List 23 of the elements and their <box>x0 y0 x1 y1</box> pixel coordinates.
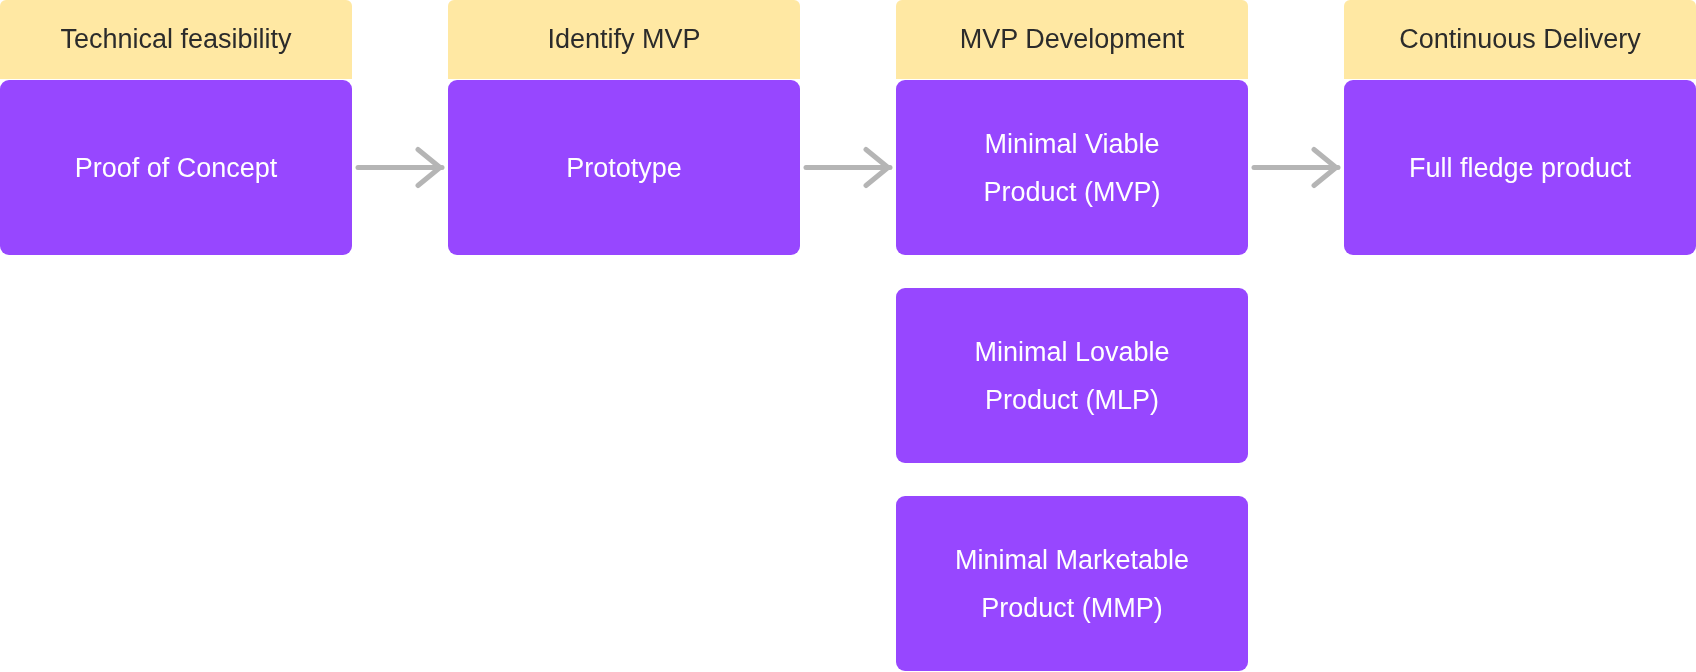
stage-label: Full fledge product <box>1408 151 1632 185</box>
arrow <box>803 147 893 188</box>
product-stage-box <box>896 80 1248 255</box>
stage-label: Minimal Marketable Product (MMP) <box>953 543 1191 625</box>
product-stage-box <box>448 80 800 255</box>
stage-title: MVP Development <box>959 24 1185 55</box>
stage-label: Minimal Viable Product (MVP) <box>982 127 1162 209</box>
stage-title: Continuous Delivery <box>1399 24 1641 55</box>
stage-header <box>1344 0 1696 79</box>
stage-label: Minimal Lovable Product (MLP) <box>973 335 1171 417</box>
arrow <box>1251 147 1341 188</box>
stage-header <box>448 0 800 79</box>
stage-header <box>896 0 1248 79</box>
stage-header <box>0 0 352 79</box>
arrow <box>355 147 445 188</box>
product-stage-box <box>896 496 1248 671</box>
stage-label: Proof of Concept <box>74 151 278 185</box>
stage-title: Identify MVP <box>547 24 701 55</box>
product-stage-box <box>1344 80 1696 255</box>
stage-label: Prototype <box>566 151 682 185</box>
product-stage-box <box>0 80 352 255</box>
product-stage-box <box>896 288 1248 463</box>
stage-title: Technical feasibility <box>60 24 292 55</box>
